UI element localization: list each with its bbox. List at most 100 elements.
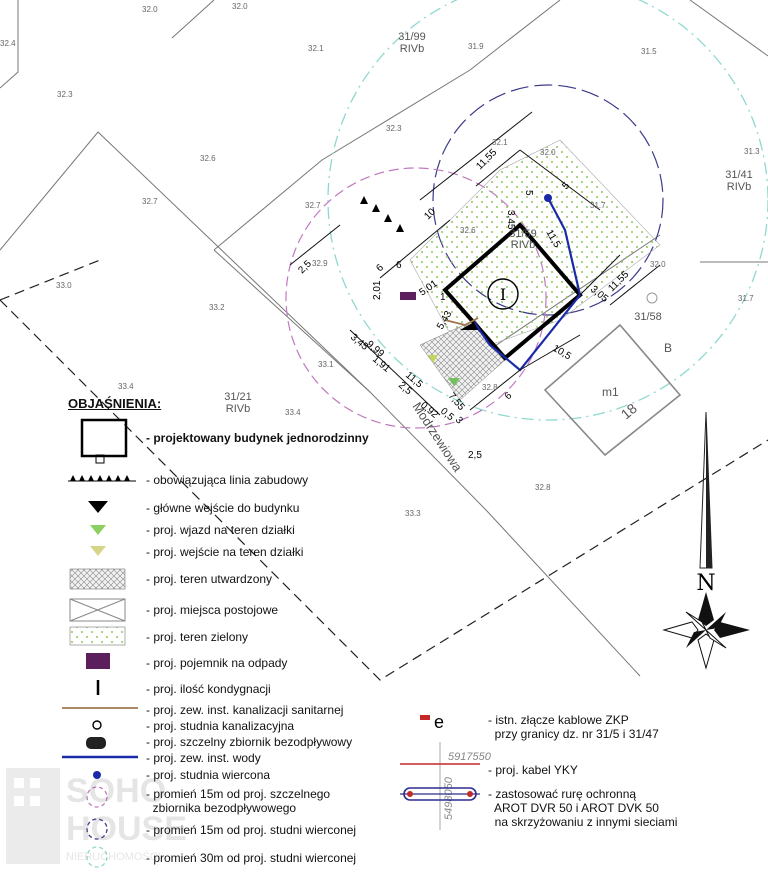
paved-area-icon (69, 568, 126, 590)
elevation: 32.6 (200, 154, 216, 163)
parcel-soil: RIVb (727, 181, 751, 193)
well-marker (544, 194, 552, 202)
elevation: 32.1 (492, 138, 508, 147)
parcel-number: 31/58 (634, 311, 662, 323)
parcel-labels: 31/99 RIVb 31/41 RIVb 31/59 RIVb 31/21 R… (224, 31, 753, 415)
watermark-line3: NIERUCHOMOŚCI (66, 850, 161, 863)
elevation: 33.4 (285, 408, 301, 417)
legend-title: OBJAŚNIENIA: (68, 396, 162, 411)
parcel-number: 31/99 (398, 31, 426, 43)
water-line (473, 197, 582, 372)
zkp-icon (420, 715, 430, 720)
elevation: 33.2 (209, 303, 225, 312)
well-icon (93, 771, 101, 779)
legend-label-walk-entrance: - proj. wejście na teren działki (146, 545, 304, 559)
svg-text:5498050: 5498050 (443, 776, 455, 820)
walk-entrance-marker (428, 355, 438, 363)
elevation: 32.9 (312, 259, 328, 268)
elevation: 31.5 (641, 47, 657, 56)
elevation: 31.7 (738, 294, 754, 303)
svg-text:N: N (696, 571, 715, 596)
watermark-line2: HOUSE (66, 810, 187, 848)
legend-label-radius30-well: - promień 30m od proj. studni wierconej (146, 851, 357, 865)
elevation: 32.0 (650, 260, 666, 269)
floors-label: I (500, 285, 506, 304)
legend-label-radius15-tank: - promień 15m od proj. szczelnego zbiorn… (146, 787, 331, 815)
walk-entrance-icon (90, 546, 106, 556)
legend-label-pipe: - zastosować rurę ochronną AROT DVR 50 i… (488, 787, 678, 829)
elevation: 31.7 (590, 201, 606, 210)
floors-circle (487, 278, 519, 310)
radius15-tank-icon (86, 786, 108, 808)
legend-label-main-entrance: - główne wejście do budynku (146, 501, 300, 515)
elevation: 32.3 (386, 124, 402, 133)
garage-length: 18 (618, 400, 640, 422)
waste-bin (400, 292, 416, 300)
entrance-marker (460, 322, 478, 330)
elevation-labels: 32.0 32.0 32.4 32.1 31.9 31.5 32.3 32.3 … (0, 2, 760, 518)
legend-label-cable: - proj. kabel YKY (488, 763, 578, 777)
radius30-well-icon (86, 846, 108, 868)
watermark-line1: SOHO (66, 772, 166, 810)
dimension-label: 1,91 (370, 354, 392, 375)
legend-label-green: - proj. teren zielony (146, 630, 249, 644)
elevation: 33.4 (118, 382, 134, 391)
building-line-icon (68, 475, 136, 482)
legend-label-radius15-well: - promień 15m od proj. studni wierconej (146, 823, 357, 837)
parcel-soil: RIVb (400, 43, 424, 55)
main-entrance-icon (88, 501, 108, 513)
legend-label-septic: - proj. szczelny zbiornik bezodpływowy (146, 735, 353, 749)
legend-label-parking: - proj. miejsca postojowe (146, 603, 279, 617)
dimension-label: 3,45 (505, 210, 516, 230)
parcel-soil: RIVb (226, 403, 250, 415)
parcel-number: 31/59 (509, 228, 537, 240)
dimension-label: 6 (374, 262, 386, 274)
dimension-label: 2,01 (372, 280, 383, 300)
parcel-letter: B (664, 341, 672, 355)
elevation: 32.0 (232, 2, 248, 11)
elevation: 32.8 (535, 483, 551, 492)
building-line (360, 196, 404, 232)
dimension-lines (289, 111, 661, 416)
elevation: 32.7 (142, 197, 158, 206)
elevation: 31.3 (744, 147, 760, 156)
septic-tank-icon (86, 737, 106, 749)
green-area-icon (69, 626, 126, 646)
dimension-label: 6 (396, 260, 402, 271)
garage-building (543, 323, 682, 457)
legend-label-water: - proj. zew. inst. wody (146, 751, 261, 765)
legend-label-building: - projektowany budynek jednorodzinny (146, 431, 369, 445)
legend-label-well: - proj. studnia wiercona (146, 768, 271, 782)
protective-pipe-icon (400, 787, 480, 801)
dimension-label: 1 (440, 292, 446, 303)
parcel-number: 31/21 (224, 391, 252, 403)
legend-label-driveway: - proj. wjazd na teren działki (146, 523, 295, 537)
dimension-label: 6 (503, 390, 515, 402)
svg-text:5917550: 5917550 (448, 751, 492, 763)
legend-label-building-line: - obowiązująca linia zabudowy (146, 473, 309, 487)
elevation: 32.1 (308, 44, 324, 53)
legend-label-zkp: - istn. złącze kablowe ZKP przy granicy … (488, 713, 659, 741)
dimension-label: 11,55 (474, 147, 499, 172)
dimension-label: 3 (453, 415, 465, 427)
parcel-soil: RIVb (511, 239, 535, 251)
radius15-well-icon (86, 818, 108, 840)
building-icon (80, 418, 128, 458)
legend-label-manhole: - proj. studnia kanalizacyjna (146, 719, 295, 733)
elevation: 32.7 (305, 201, 321, 210)
elevation: 32.8 (482, 383, 498, 392)
dimension-label: 2,5 (468, 450, 482, 461)
waste-bin-icon (86, 653, 110, 669)
elevation: 32.0 (540, 148, 556, 157)
dimension-label: 10 (422, 206, 438, 222)
driveway-icon (90, 525, 106, 535)
elevation: 33.1 (318, 360, 334, 369)
parcel-number: 31/41 (725, 169, 753, 181)
manhole-icon (92, 720, 102, 730)
elevation: 33.3 (405, 509, 421, 518)
elevation: 31.9 (468, 42, 484, 51)
parking-icon (69, 598, 126, 622)
legend-label-paved: - proj. teren utwardzony (146, 572, 273, 586)
svg-text:e: e (434, 712, 444, 732)
